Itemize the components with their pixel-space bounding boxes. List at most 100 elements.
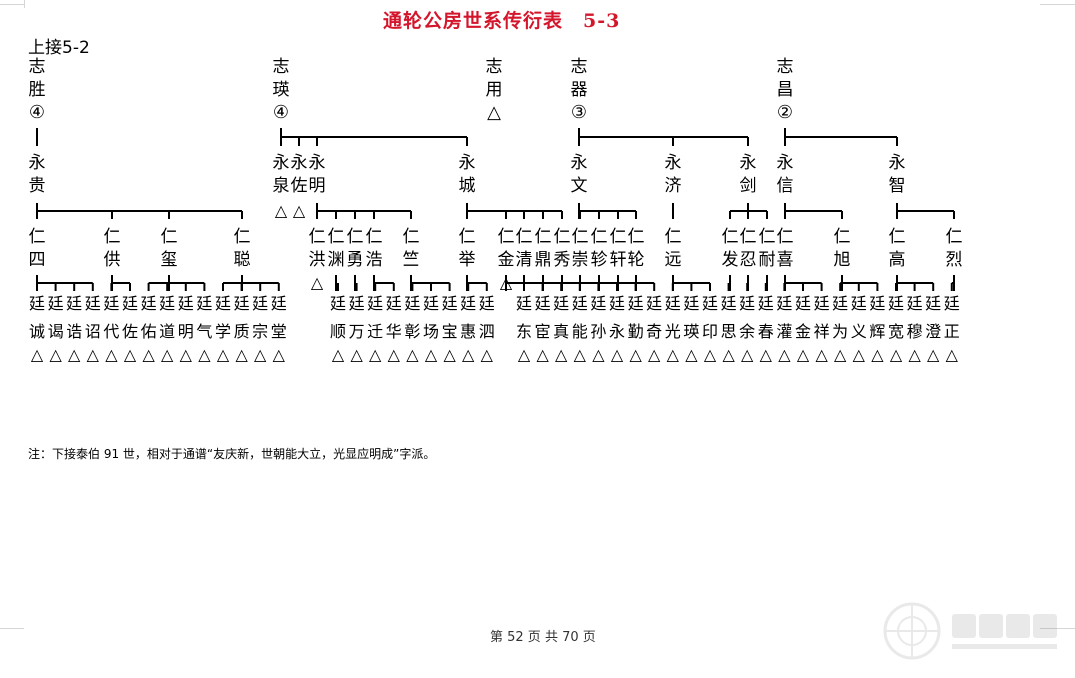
ting-10-char-1: 学 <box>214 322 231 341</box>
ting-35-char-1: 余 <box>739 322 756 341</box>
ren-18-char-1: 远 <box>664 250 682 270</box>
ren-1: 仁供 <box>102 226 122 272</box>
yong-9: 永智 <box>887 152 907 198</box>
ting-12-char-1: 宗 <box>252 322 269 341</box>
ting-36-mark: △ <box>759 345 772 364</box>
ting-5-mark: △ <box>123 345 137 364</box>
ting-29-mark: △ <box>629 345 642 364</box>
yong-7-char-1: 剑 <box>739 176 757 196</box>
ting-25-char-0: 廷 <box>553 294 570 313</box>
ting-41-char-1: 义 <box>850 322 867 341</box>
zhi-4-char-1: 昌 <box>776 80 794 100</box>
ting-3-char-1: 诏 <box>84 322 101 341</box>
ting-37-mark: △ <box>778 345 791 364</box>
ting-2-mark: △ <box>68 345 81 364</box>
ting-8-char-0: 廷 <box>177 294 194 313</box>
ting-8-mark: △ <box>179 345 192 364</box>
yong-7: 永剑 <box>738 152 758 198</box>
ren-13-char-0: 仁 <box>553 227 571 247</box>
yong-0-char-0: 永 <box>28 153 46 173</box>
ting-40-char-1: 为 <box>832 322 849 341</box>
ting-22-char-0: 廷 <box>478 294 495 313</box>
zhi-0: 志胜 <box>27 56 47 102</box>
ting-14-char-1: 顺 <box>329 322 346 341</box>
ting-44-mark: △ <box>908 345 921 364</box>
zhi-4-char-0: 志 <box>776 57 794 77</box>
ting-21-char-0: 廷 <box>460 294 477 313</box>
ren-20-char-0: 仁 <box>739 227 757 247</box>
ting-43-char-1: 宽 <box>887 322 904 341</box>
ting-4-char-0: 廷 <box>103 294 120 313</box>
ruler-top-left-v <box>24 0 25 8</box>
ting-11-char-1: 质 <box>233 322 250 341</box>
ting-5-char-1: 佐 <box>121 322 138 341</box>
yong-2-mark: △ <box>292 201 306 220</box>
ting-40-char-0: 廷 <box>832 294 849 313</box>
ren-1-char-0: 仁 <box>103 227 121 247</box>
ruler-bottom-right <box>1040 628 1075 629</box>
zhi-1-char-0: 志 <box>272 57 290 77</box>
ren-14-char-1: 崇 <box>571 250 589 270</box>
ting-44-char-0: 廷 <box>906 294 923 313</box>
ting-25-char-1: 真 <box>553 322 570 341</box>
ting-19-mark: △ <box>424 345 438 364</box>
ting-32-char-0: 廷 <box>683 294 700 313</box>
ting-44-char-1: 穆 <box>906 322 923 341</box>
ren-22: 仁喜 <box>775 226 795 272</box>
zhi-3: 志器 <box>569 56 589 102</box>
yong-6-char-1: 济 <box>664 176 682 196</box>
ting-6-char-0: 廷 <box>140 294 157 313</box>
ting-23-mark: △ <box>517 345 531 364</box>
yong-6: 永济 <box>663 152 683 198</box>
zhi-2-char-1: 用 <box>485 80 503 100</box>
ting-21-mark: △ <box>462 345 475 364</box>
page-number: 第 52 页 共 70 页 <box>490 630 596 645</box>
ren-14: 仁崇 <box>570 226 590 272</box>
ren-4-mark: △ <box>310 273 324 292</box>
ting-32-mark: △ <box>685 345 698 364</box>
seal-watermark <box>883 602 1057 660</box>
ren-0: 仁四 <box>27 226 47 272</box>
ting-42-char-1: 辉 <box>869 322 886 341</box>
ting-43-char-0: 廷 <box>887 294 904 313</box>
ruler-bottom-left <box>0 628 24 629</box>
ting-13-char-0: 廷 <box>270 294 287 313</box>
ting-33-char-0: 廷 <box>701 294 718 313</box>
ren-24-char-0: 仁 <box>888 227 906 247</box>
ren-8-char-0: 仁 <box>402 227 420 247</box>
ren-0-char-0: 仁 <box>28 227 46 247</box>
yong-3: 永明 <box>307 152 327 198</box>
yong-9-char-1: 智 <box>888 176 906 196</box>
ting-9-char-1: 气 <box>196 322 213 341</box>
ting-15-char-0: 廷 <box>348 294 365 313</box>
zhi-1-char-1: 瑛 <box>272 80 290 100</box>
ting-2-char-1: 诰 <box>66 322 83 341</box>
yong-4: 永城 <box>457 152 477 198</box>
ting-42-char-0: 廷 <box>869 294 886 313</box>
ting-41-mark: △ <box>852 345 865 364</box>
ren-8: 仁竺 <box>401 226 421 272</box>
ting-41-char-0: 廷 <box>850 294 867 313</box>
ting-17-char-1: 华 <box>385 322 402 341</box>
ren-18-char-0: 仁 <box>664 227 682 247</box>
ren-9-char-0: 仁 <box>458 227 476 247</box>
ting-3-mark: △ <box>86 345 99 364</box>
footnote: 注：下接泰伯 91 世，相对于通谱“友庆新，世朝能大立，光显应明成”字派。 <box>28 447 436 461</box>
ting-28-char-0: 廷 <box>608 294 625 313</box>
ting-28-char-1: 永 <box>608 322 625 341</box>
ren-5-char-0: 仁 <box>327 227 345 247</box>
ren-9-char-1: 举 <box>458 250 476 270</box>
ting-11-char-0: 廷 <box>233 294 250 313</box>
ting-0-char-0: 廷 <box>28 294 45 313</box>
ting-42-mark: △ <box>871 345 884 364</box>
ting-9-mark: △ <box>198 345 211 364</box>
ren-10-char-0: 仁 <box>497 227 515 247</box>
ren-5-char-1: 渊 <box>327 250 345 270</box>
ting-35-mark: △ <box>741 345 754 364</box>
ting-25-mark: △ <box>555 345 568 364</box>
ting-43-mark: △ <box>889 345 903 364</box>
ren-23: 仁旭 <box>832 226 852 272</box>
ting-20-char-0: 廷 <box>441 294 458 313</box>
ting-30-mark: △ <box>648 345 661 364</box>
